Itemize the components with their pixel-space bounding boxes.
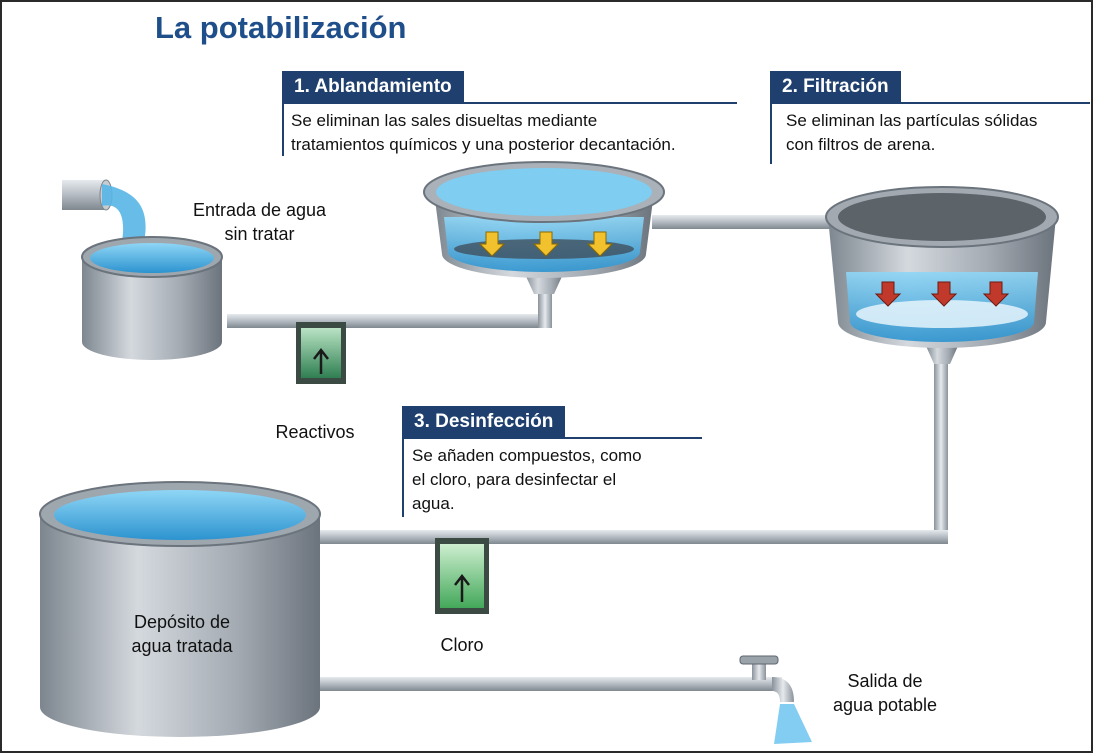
inlet-label-line-1: Entrada de agua	[192, 200, 327, 220]
filter-drain-pipe	[934, 362, 948, 542]
step-softening-heading: 1. Ablandamiento	[282, 71, 464, 103]
inlet-label-line-2: sin tratar	[224, 224, 295, 244]
step-filtration-line-2: con filtros de arena.	[786, 135, 936, 154]
reagent-dispenser	[296, 322, 346, 384]
tank-label: Depósito de agua tratada	[102, 610, 262, 658]
outlet-label: Salida de agua potable	[810, 669, 960, 717]
reagents-label: Reactivos	[275, 422, 355, 442]
chlorine-dispenser	[435, 538, 489, 614]
softening-basin	[423, 161, 665, 294]
outlet-label-line-1: Salida de	[847, 671, 923, 691]
inlet-pipe	[227, 314, 552, 328]
step-softening-line-2: tratamientos químicos y una posterior de…	[291, 135, 676, 154]
inlet-label: Entrada de agua sin tratar	[172, 198, 347, 246]
tank-label-line-1: Depósito de	[133, 612, 231, 632]
step-filtration-side	[770, 102, 772, 164]
outlet-faucet	[739, 655, 812, 744]
tank-label-line-2: agua tratada	[131, 636, 233, 656]
step-filtration-line-1: Se eliminan las partículas sólidas	[786, 111, 1038, 130]
transfer-pipe	[652, 215, 832, 229]
step-disinfection-line-1: Se añaden compuestos, como	[412, 446, 642, 465]
step-disinfection-line-2: el cloro, para desinfectar el	[412, 470, 617, 489]
treated-water-tank	[39, 481, 321, 737]
step-softening-line-1: Se eliminan las sales disueltas mediante	[291, 111, 598, 130]
step-disinfection-heading: 3. Desinfección	[402, 406, 566, 438]
softening-drain-pipe	[538, 294, 552, 328]
inlet-tank	[81, 236, 223, 360]
step-filtration-text: Se eliminan las partículas sólidas con f…	[786, 109, 1037, 157]
step-disinfection-text: Se añaden compuestos, como el cloro, par…	[412, 444, 642, 516]
step-softening-text: Se eliminan las sales disueltas mediante…	[291, 109, 676, 157]
step-disinfection-rule	[402, 437, 702, 439]
chlorine-label: Cloro	[440, 635, 484, 655]
outlet-label-line-2: agua potable	[832, 695, 938, 715]
step-disinfection-side	[402, 437, 404, 517]
filtration-basin	[825, 186, 1059, 364]
step-filtration-rule	[770, 102, 1090, 104]
step-disinfection-line-3: agua.	[412, 494, 455, 513]
chlorination-pipe	[317, 530, 948, 544]
step-filtration-heading: 2. Filtración	[770, 71, 901, 103]
step-softening-side	[282, 102, 284, 156]
page-title: La potabilización	[155, 10, 407, 45]
outlet-pipe	[312, 677, 782, 691]
step-softening-rule	[282, 102, 737, 104]
